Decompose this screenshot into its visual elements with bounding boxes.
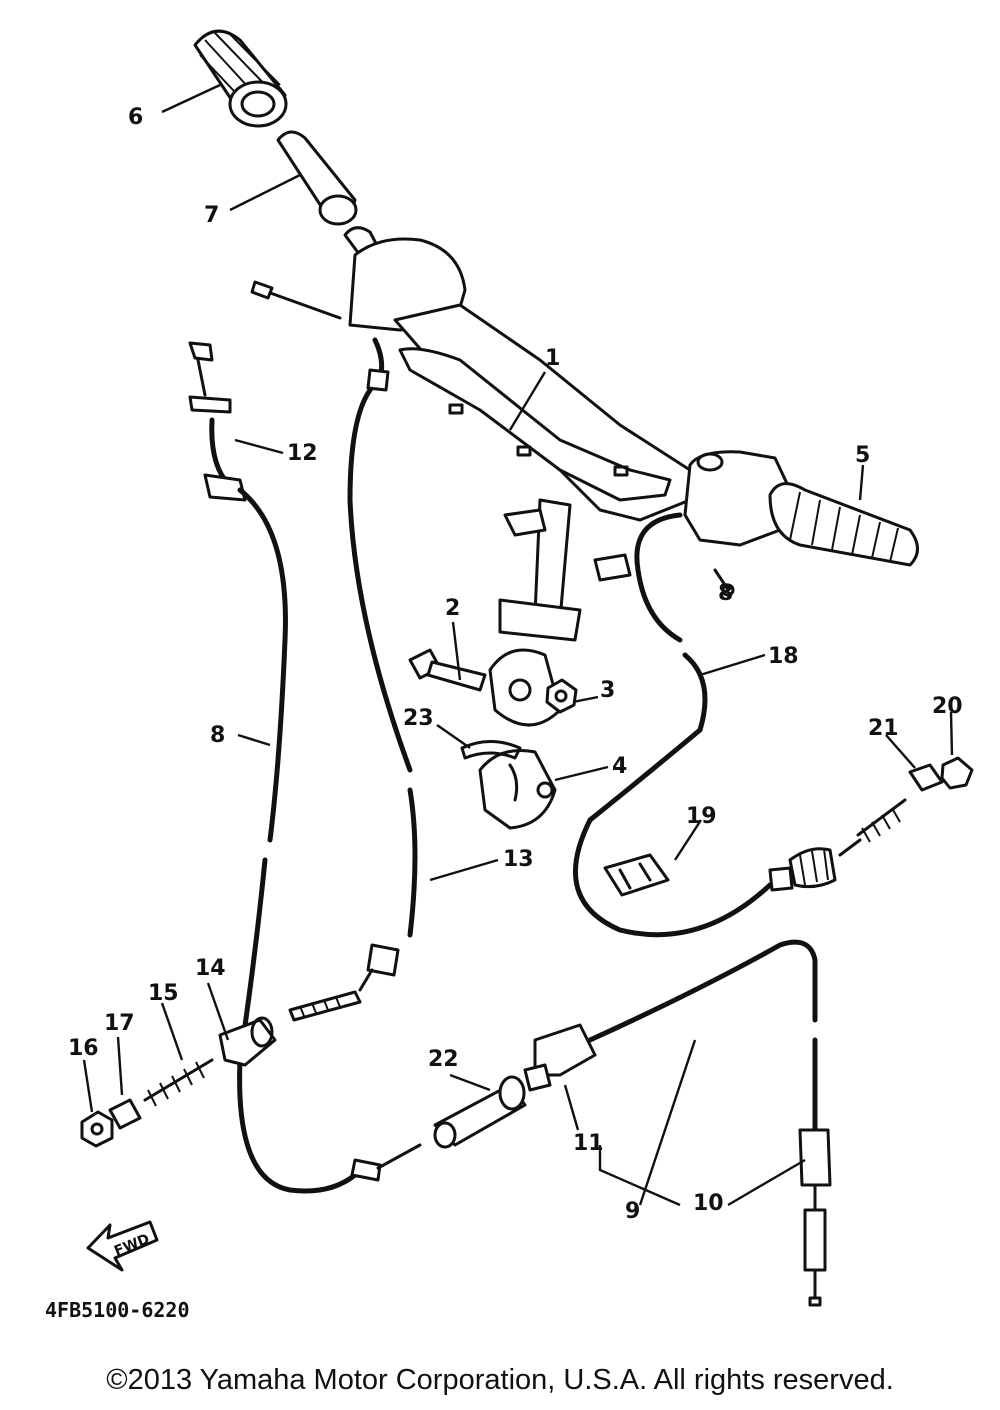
callout-9: 9	[625, 1199, 640, 1224]
callout-4: 4	[612, 754, 627, 779]
sleeve	[908, 763, 944, 792]
callouts: 6 7 1 5 12 8 2 18 3 20 23 21 8 4 19 13 1…	[68, 105, 963, 1224]
cable-band	[460, 740, 522, 760]
callout-14: 14	[195, 956, 226, 981]
fwd-arrow: FWD	[86, 1220, 159, 1272]
cable-13	[250, 280, 418, 1022]
callout-22: 22	[428, 1047, 459, 1072]
callout-10: 10	[693, 1191, 724, 1216]
front-brake-cable	[188, 341, 422, 1194]
callout-8b: 8	[718, 581, 733, 606]
callout-16: 16	[68, 1036, 99, 1061]
throttle-cable-assembly	[587, 939, 832, 1307]
connector	[603, 853, 670, 897]
callout-20: 20	[932, 694, 963, 719]
callout-19: 19	[686, 804, 717, 829]
callout-15: 15	[148, 981, 179, 1006]
cable-18	[573, 512, 907, 938]
cable-holder	[478, 748, 557, 830]
callout-23: 23	[403, 706, 434, 731]
right-grip	[768, 482, 919, 567]
callout-2: 2	[445, 596, 460, 621]
callout-11: 11	[573, 1131, 604, 1156]
bolt	[408, 648, 487, 692]
adjuster	[218, 1016, 277, 1067]
copyright-notice: ©2013 Yamaha Motor Corporation, U.S.A. A…	[106, 1364, 894, 1396]
callout-7: 7	[204, 203, 219, 228]
leader-lines	[82, 83, 954, 1207]
callout-18: 18	[768, 644, 799, 669]
throttle-tube	[276, 130, 358, 226]
callout-12: 12	[287, 441, 318, 466]
callout-8: 8	[210, 723, 225, 748]
left-grip	[193, 29, 288, 128]
callout-5: 5	[855, 443, 870, 468]
callout-13: 13	[503, 847, 534, 872]
cable-junction	[523, 1023, 597, 1092]
callout-21: 21	[868, 716, 899, 741]
spring	[143, 1058, 214, 1107]
guide-pipe	[433, 1075, 527, 1149]
callout-17: 17	[104, 1011, 135, 1036]
locknut	[80, 1110, 114, 1148]
handlebar	[343, 226, 792, 727]
drawing-code: 4FB5100-6220	[45, 1298, 190, 1322]
nut	[545, 678, 578, 714]
callout-3: 3	[600, 678, 615, 703]
end-cap	[940, 756, 974, 790]
callout-1: 1	[545, 346, 560, 371]
collar	[108, 1098, 142, 1130]
callout-6: 6	[128, 105, 143, 130]
